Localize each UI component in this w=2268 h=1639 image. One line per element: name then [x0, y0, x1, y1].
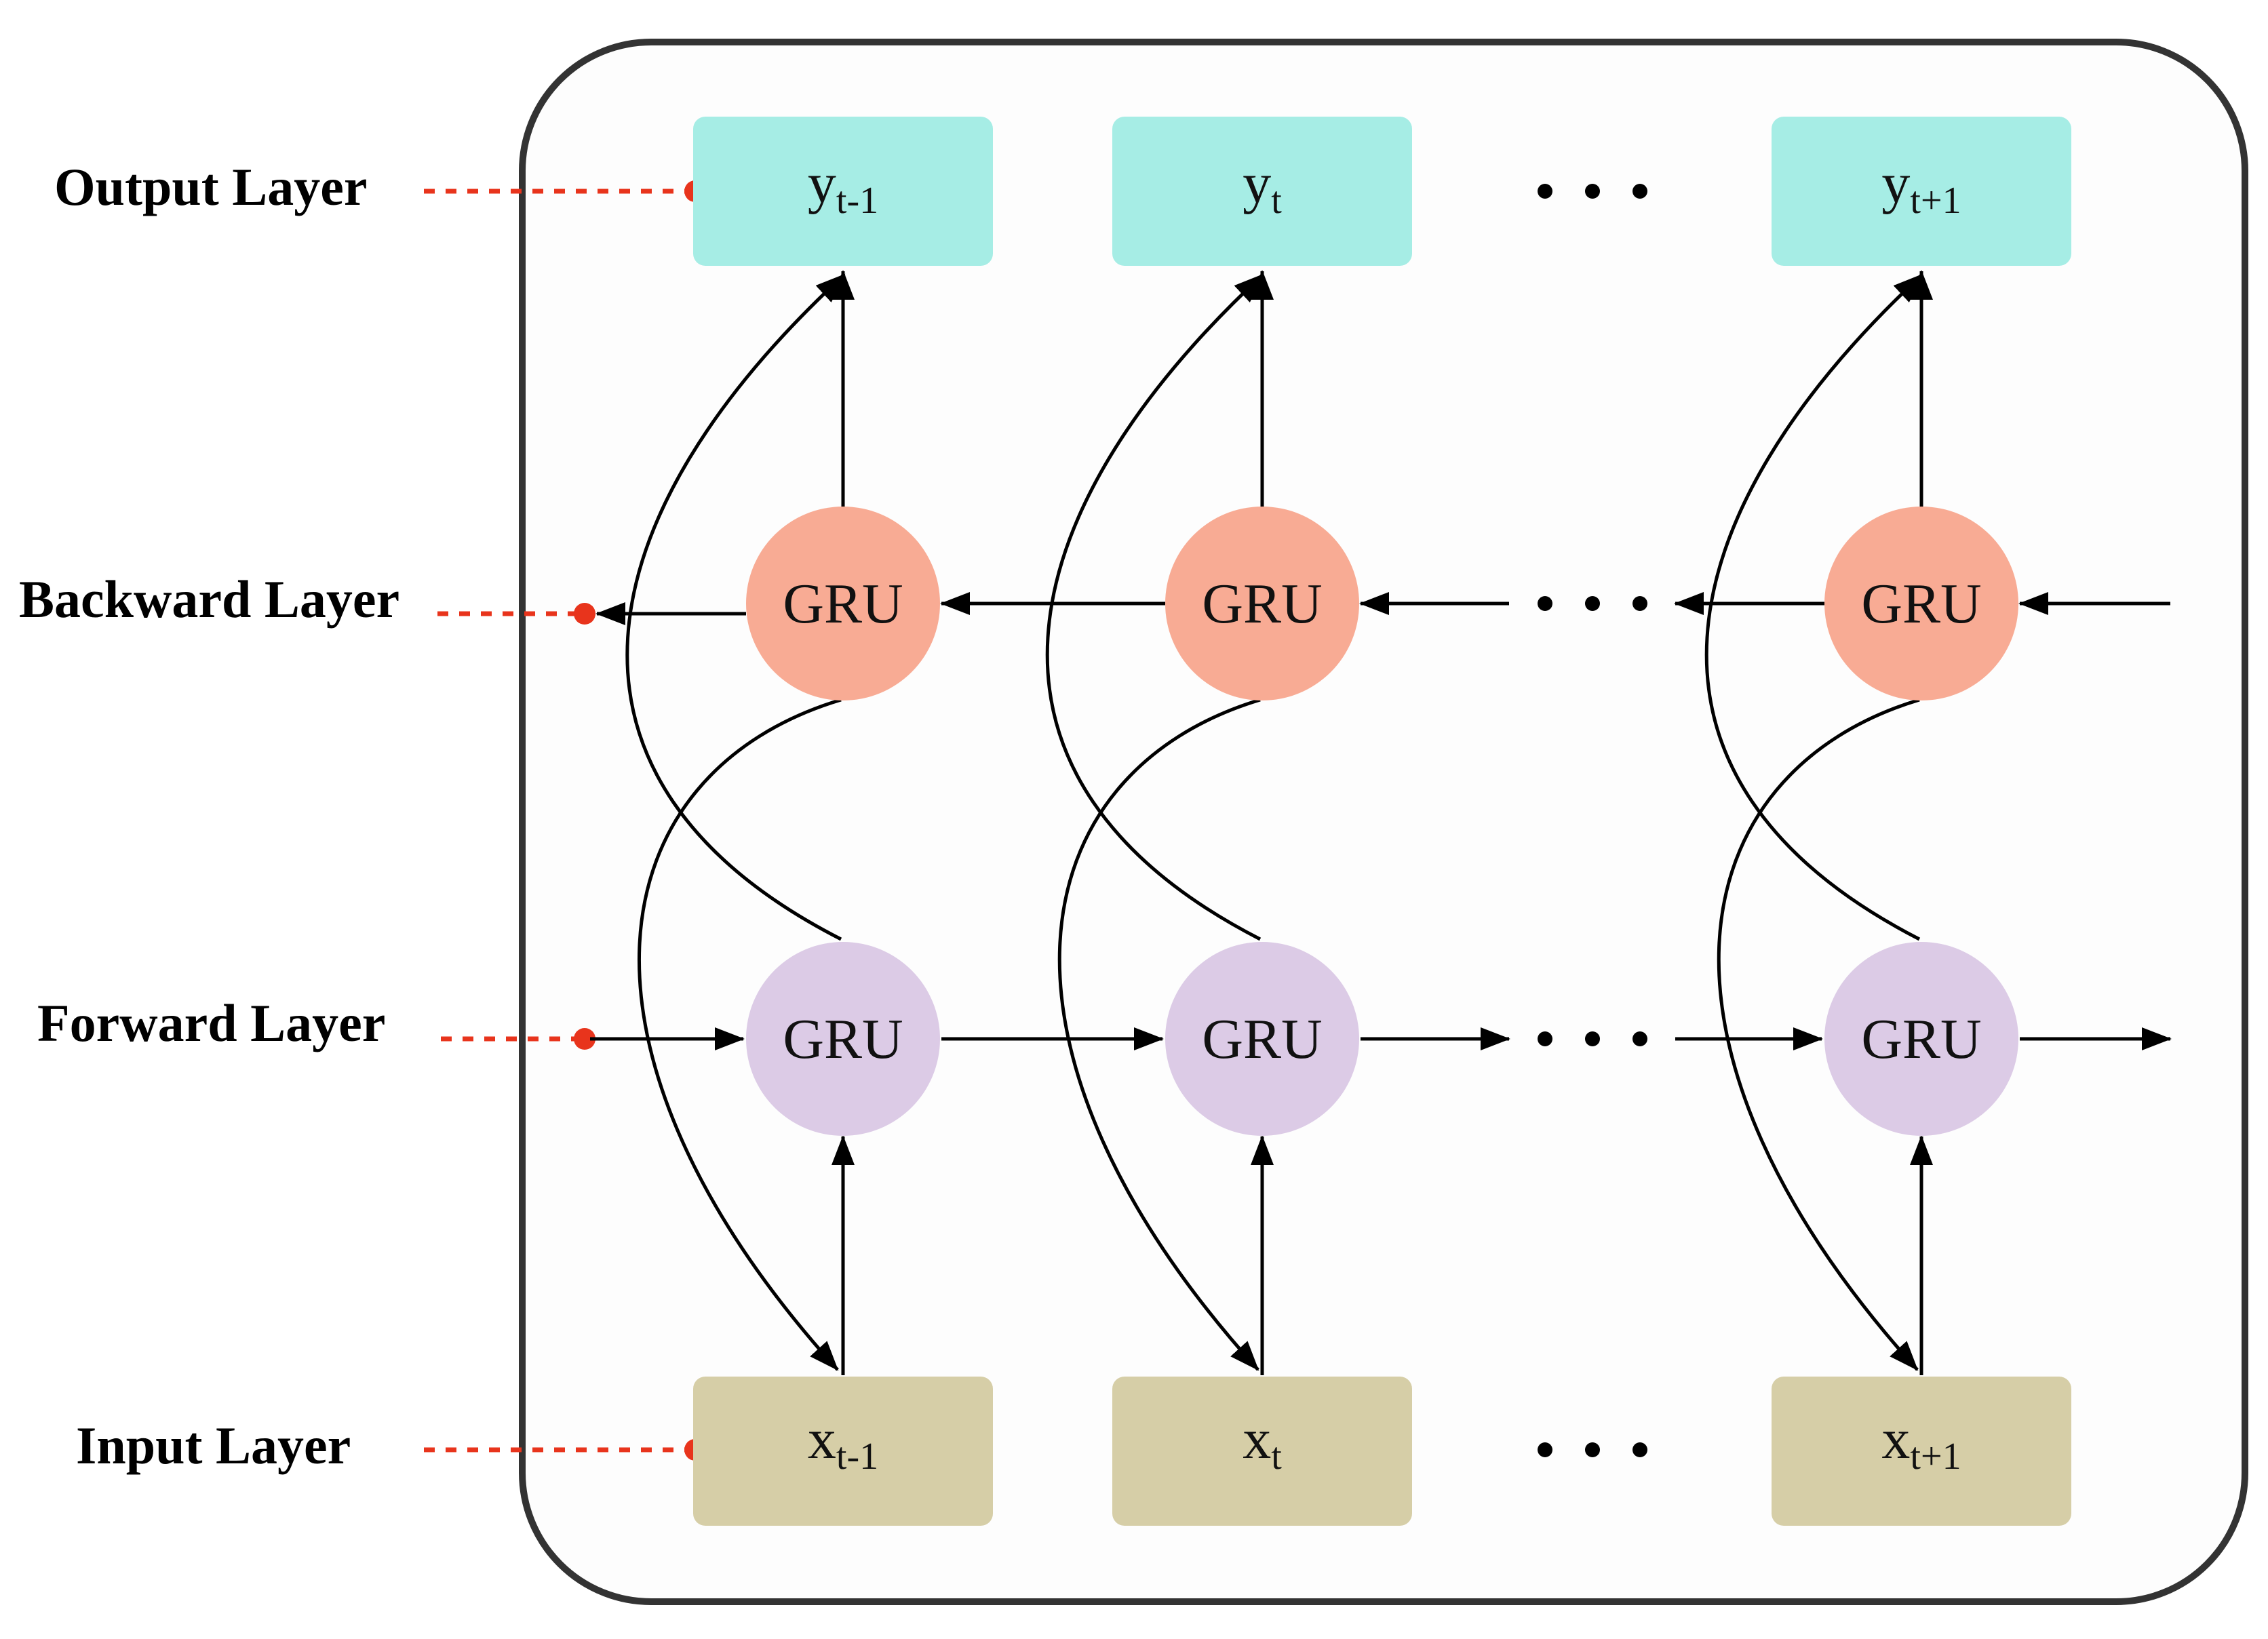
input-subscript: t-1	[836, 1436, 878, 1478]
input-symbol: x	[1881, 1408, 1910, 1471]
svg-text:xt+1: xt+1	[1881, 1408, 1961, 1478]
gru-label: GRU	[1202, 572, 1322, 635]
svg-text:xt: xt	[1243, 1408, 1282, 1478]
input-symbol: x	[1243, 1408, 1271, 1471]
gru-label: GRU	[1861, 572, 1981, 635]
input-symbol: x	[808, 1408, 836, 1471]
output-symbol: y	[1881, 152, 1910, 215]
output-layer-label: Output Layer	[54, 157, 368, 216]
backward-gru-3: GRU	[1824, 507, 2018, 700]
gru-label: GRU	[1202, 1008, 1322, 1071]
output-subscript: t-1	[836, 180, 878, 222]
input-node-2: xt	[1112, 1377, 1412, 1526]
output-symbol: y	[808, 152, 836, 215]
backward-gru-2: GRU	[1165, 507, 1359, 700]
backward-gru-1: GRU	[746, 507, 940, 700]
cross-connections	[625, 273, 1923, 1371]
svg-text:yt: yt	[1243, 152, 1282, 222]
network-frame	[519, 39, 2248, 1605]
input-node-3: xt+1	[1772, 1377, 2071, 1526]
svg-text:xt-1: xt-1	[808, 1408, 878, 1478]
backward-arrows	[595, 592, 2170, 625]
input-subscript: t	[1271, 1436, 1282, 1478]
output-node-3: yt+1	[1772, 117, 2071, 266]
gru-label: GRU	[783, 572, 903, 635]
forward-gru-2: GRU	[1165, 942, 1359, 1136]
output-subscript: t+1	[1910, 180, 1961, 222]
output-subscript: t	[1271, 180, 1282, 222]
forward-gru-3: GRU	[1824, 942, 2018, 1136]
input-subscript: t+1	[1910, 1436, 1961, 1478]
output-symbol: y	[1243, 152, 1271, 215]
gru-label: GRU	[1861, 1008, 1981, 1071]
input-layer-label: Input Layer	[76, 1416, 351, 1475]
forward-gru-1: GRU	[746, 942, 940, 1136]
backward-layer-label: Backward Layer	[19, 570, 399, 629]
ellipsis-dots	[1538, 184, 1647, 1457]
forward-layer-label: Forward Layer	[37, 993, 385, 1052]
svg-text:yt+1: yt+1	[1881, 152, 1961, 222]
gru-label: GRU	[783, 1008, 903, 1071]
layer-connectors	[424, 189, 692, 1453]
output-node-2: yt	[1112, 117, 1412, 266]
vertical-arrows	[832, 270, 1933, 1375]
input-node-1: xt-1	[693, 1377, 993, 1526]
output-node-1: yt-1	[693, 117, 993, 266]
svg-text:yt-1: yt-1	[808, 152, 878, 222]
